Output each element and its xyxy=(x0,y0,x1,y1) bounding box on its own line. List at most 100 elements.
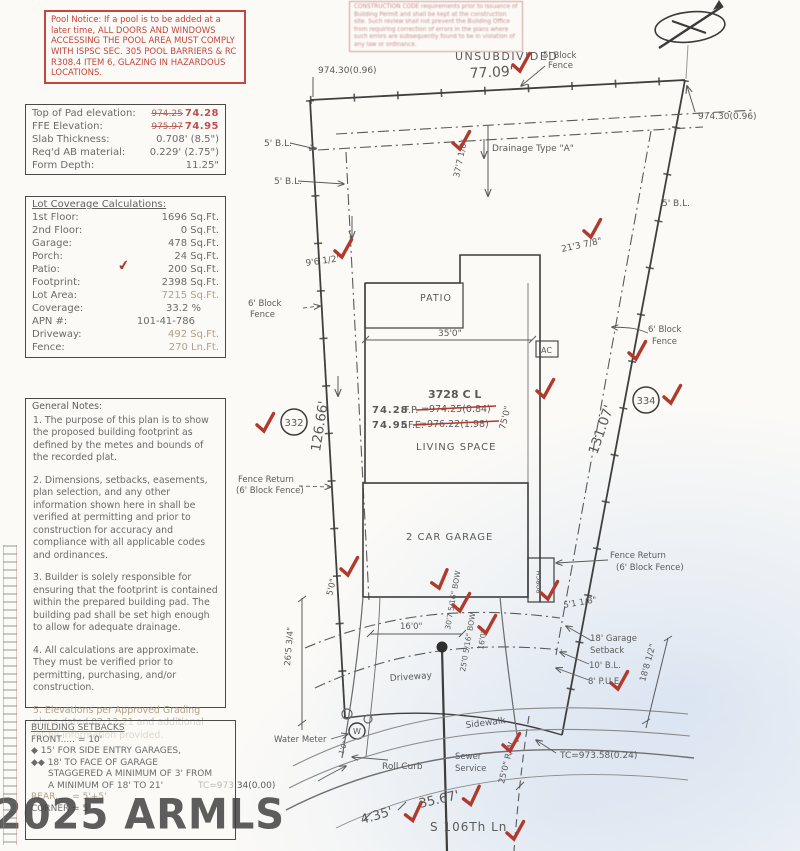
ac-label: AC xyxy=(541,346,552,355)
pad-elevation-lbl: F.P. xyxy=(404,405,418,416)
table-row: Fence:270 Ln.Ft. xyxy=(32,342,219,353)
table-title: Lot Coverage Calculations: xyxy=(32,199,167,210)
dim-96-label: 9'6 1/2" xyxy=(305,254,341,269)
water-meter-label: Water Meter xyxy=(274,735,327,745)
street-name: S 106Th Ln xyxy=(430,820,507,834)
notes-title: General Notes: xyxy=(32,401,103,412)
lot-number-label: 332 xyxy=(284,418,303,429)
tc-left-label: TC=973.34(0.00) xyxy=(197,781,275,791)
table-row: Lot Area:7215 Sq.Ft. xyxy=(32,290,219,301)
leader-lines xyxy=(289,65,649,782)
ffe-elevation-old: =976.22(1.98) xyxy=(419,419,489,430)
setback-line: CORNER = 5' xyxy=(31,803,91,814)
lot-coverage-table: Lot Coverage Calculations: 1st Floor:169… xyxy=(25,196,226,358)
ffe-elevation-lbl: F.F.E. xyxy=(401,420,424,431)
elevation-top-left: 974.30(0.96) xyxy=(318,66,377,76)
lot-boundary xyxy=(306,76,689,736)
left-boundary-length: 126.66' xyxy=(308,400,332,453)
note-item: 4. All calculations are approximate. The… xyxy=(33,644,199,694)
table-row: APN #:101-41-786 xyxy=(32,316,195,327)
row-label: FFE Elevation: xyxy=(32,121,103,132)
building-line-label: 5' B.L. xyxy=(662,199,690,209)
setback-line: A MINIMUM OF 18' TO 21' xyxy=(48,780,164,791)
building-line-label: 5' B.L. xyxy=(264,139,292,149)
dim-2137-label: 21'3 7/8" xyxy=(561,237,603,255)
table-row: Req'd AB material: 0.229' (2.75") xyxy=(26,146,225,159)
red-strike-lines xyxy=(412,405,500,426)
table-row: Patio: ✔ 200 Sq.Ft. xyxy=(32,257,219,275)
table-row: Porch:24 Sq.Ft. xyxy=(32,251,219,262)
dim-10-label: 1'0" xyxy=(337,740,349,756)
table-row: Form Depth: 11.25" xyxy=(26,159,225,172)
note-item: 2. Dimensions, setbacks, easements, plan… xyxy=(33,474,208,561)
bow-dimension: 25'0 5/16" BOW xyxy=(458,611,477,672)
lot-number-332: 332 xyxy=(280,408,308,436)
dim-1881-label: 18'8 1/2" xyxy=(638,643,658,683)
street-curves xyxy=(285,707,695,829)
table-row: Driveway:492 Sq.Ft. xyxy=(32,329,219,340)
dim-16-label: 16'0" xyxy=(400,622,423,632)
tc-right-label: TC=973.58(0.24) xyxy=(559,751,637,761)
fence-return-right-label: (6' Block Fence) xyxy=(616,563,684,573)
dim-50-label: 5'0" xyxy=(325,578,339,597)
table-row: 1st Floor:1696 Sq.Ft. xyxy=(32,212,219,223)
street-dim-3567: 35.67' xyxy=(418,788,461,812)
table-row: Slab Thickness: 0.708' (8.5") xyxy=(26,133,225,146)
fence-6-left-label: 6' Block xyxy=(248,299,282,309)
living-space-label: LIVING SPACE xyxy=(416,442,496,453)
fence-5-label: 5' Block xyxy=(543,51,577,61)
fence-6-right-label: 6' Block xyxy=(648,325,682,335)
porch-label: PORCH xyxy=(535,571,543,594)
construction-code-stamp: CONSTRUCTION CODE requirements prior to … xyxy=(349,1,523,53)
sewer-label: Service xyxy=(455,764,486,774)
driveway-label: Driveway xyxy=(390,671,433,684)
garage-setback-label: Setback xyxy=(590,646,624,656)
fence-return-left-label: (6' Block Fence) xyxy=(236,486,304,496)
review-checkmarks xyxy=(255,51,683,842)
pad-elevation-old: =974.25(0.84) xyxy=(421,404,491,415)
table-row: 2nd Floor:0 Sq.Ft. xyxy=(32,225,219,236)
driveway-lines xyxy=(341,596,519,759)
street-dim-435: 4.35' xyxy=(359,804,394,827)
table-row: Garage:478 Sq.Ft. xyxy=(32,238,219,249)
ffe-elevation-new: 74.95 xyxy=(372,420,409,431)
fence-return-right-label: Fence Return xyxy=(610,551,666,561)
fence-6-right-label: Fence xyxy=(652,337,677,347)
lot-number-334: 334 xyxy=(632,386,660,414)
elevation-top-right: 974.30(0.96) xyxy=(698,112,757,122)
bow-dimension: 30'7 5/16" BOW xyxy=(443,569,462,630)
building-line-label: 5' B.L. xyxy=(274,177,302,187)
drainage-label: Drainage Type "A" xyxy=(492,144,574,154)
north-arrow-icon xyxy=(654,0,726,80)
setback-line: ◆◆ 18' TO FACE OF GARAGE xyxy=(31,757,158,768)
pad-elevation-new: 74.28 xyxy=(372,405,409,416)
setback-line: FRONT..... = 10' xyxy=(31,734,103,745)
dim-511-label: 5'1 1/8" xyxy=(563,595,598,611)
garage-setback-label: 18' Garage xyxy=(590,634,637,644)
garage-label: 2 CAR GARAGE xyxy=(406,532,493,543)
setback-line: STAGGERED A MINIMUM OF 3' FROM xyxy=(48,769,213,780)
fence-return-left-label: Fence Return xyxy=(238,475,294,485)
general-notes-panel: General Notes: 1. The purpose of this pl… xyxy=(25,398,226,741)
row-value: 0.229' (2.75") xyxy=(149,147,219,158)
unsubdivided-label: UNSUBDIVIDED xyxy=(455,50,558,63)
setbacks-title: BUILDING SETBACKS xyxy=(31,723,125,733)
row-label: Req'd AB material: xyxy=(32,147,126,158)
roll-curb-label: Roll Curb xyxy=(382,762,423,772)
table-row: Coverage:33.2 % xyxy=(32,303,201,314)
pue-label: 8' P.U.E. xyxy=(588,677,622,687)
setback-lines xyxy=(304,109,756,851)
table-row: Footprint:2398 Sq.Ft. xyxy=(32,277,219,288)
fence-6-left-label: Fence xyxy=(250,310,275,320)
note-item: 1. The purpose of this plan is to show t… xyxy=(33,414,209,464)
dim-35-label: 35'0" xyxy=(438,329,462,339)
sewer-label: Sewer xyxy=(455,752,482,762)
building-setbacks-panel: BUILDING SETBACKS FRONT..... = 10' ◆ 15'… xyxy=(25,720,236,840)
